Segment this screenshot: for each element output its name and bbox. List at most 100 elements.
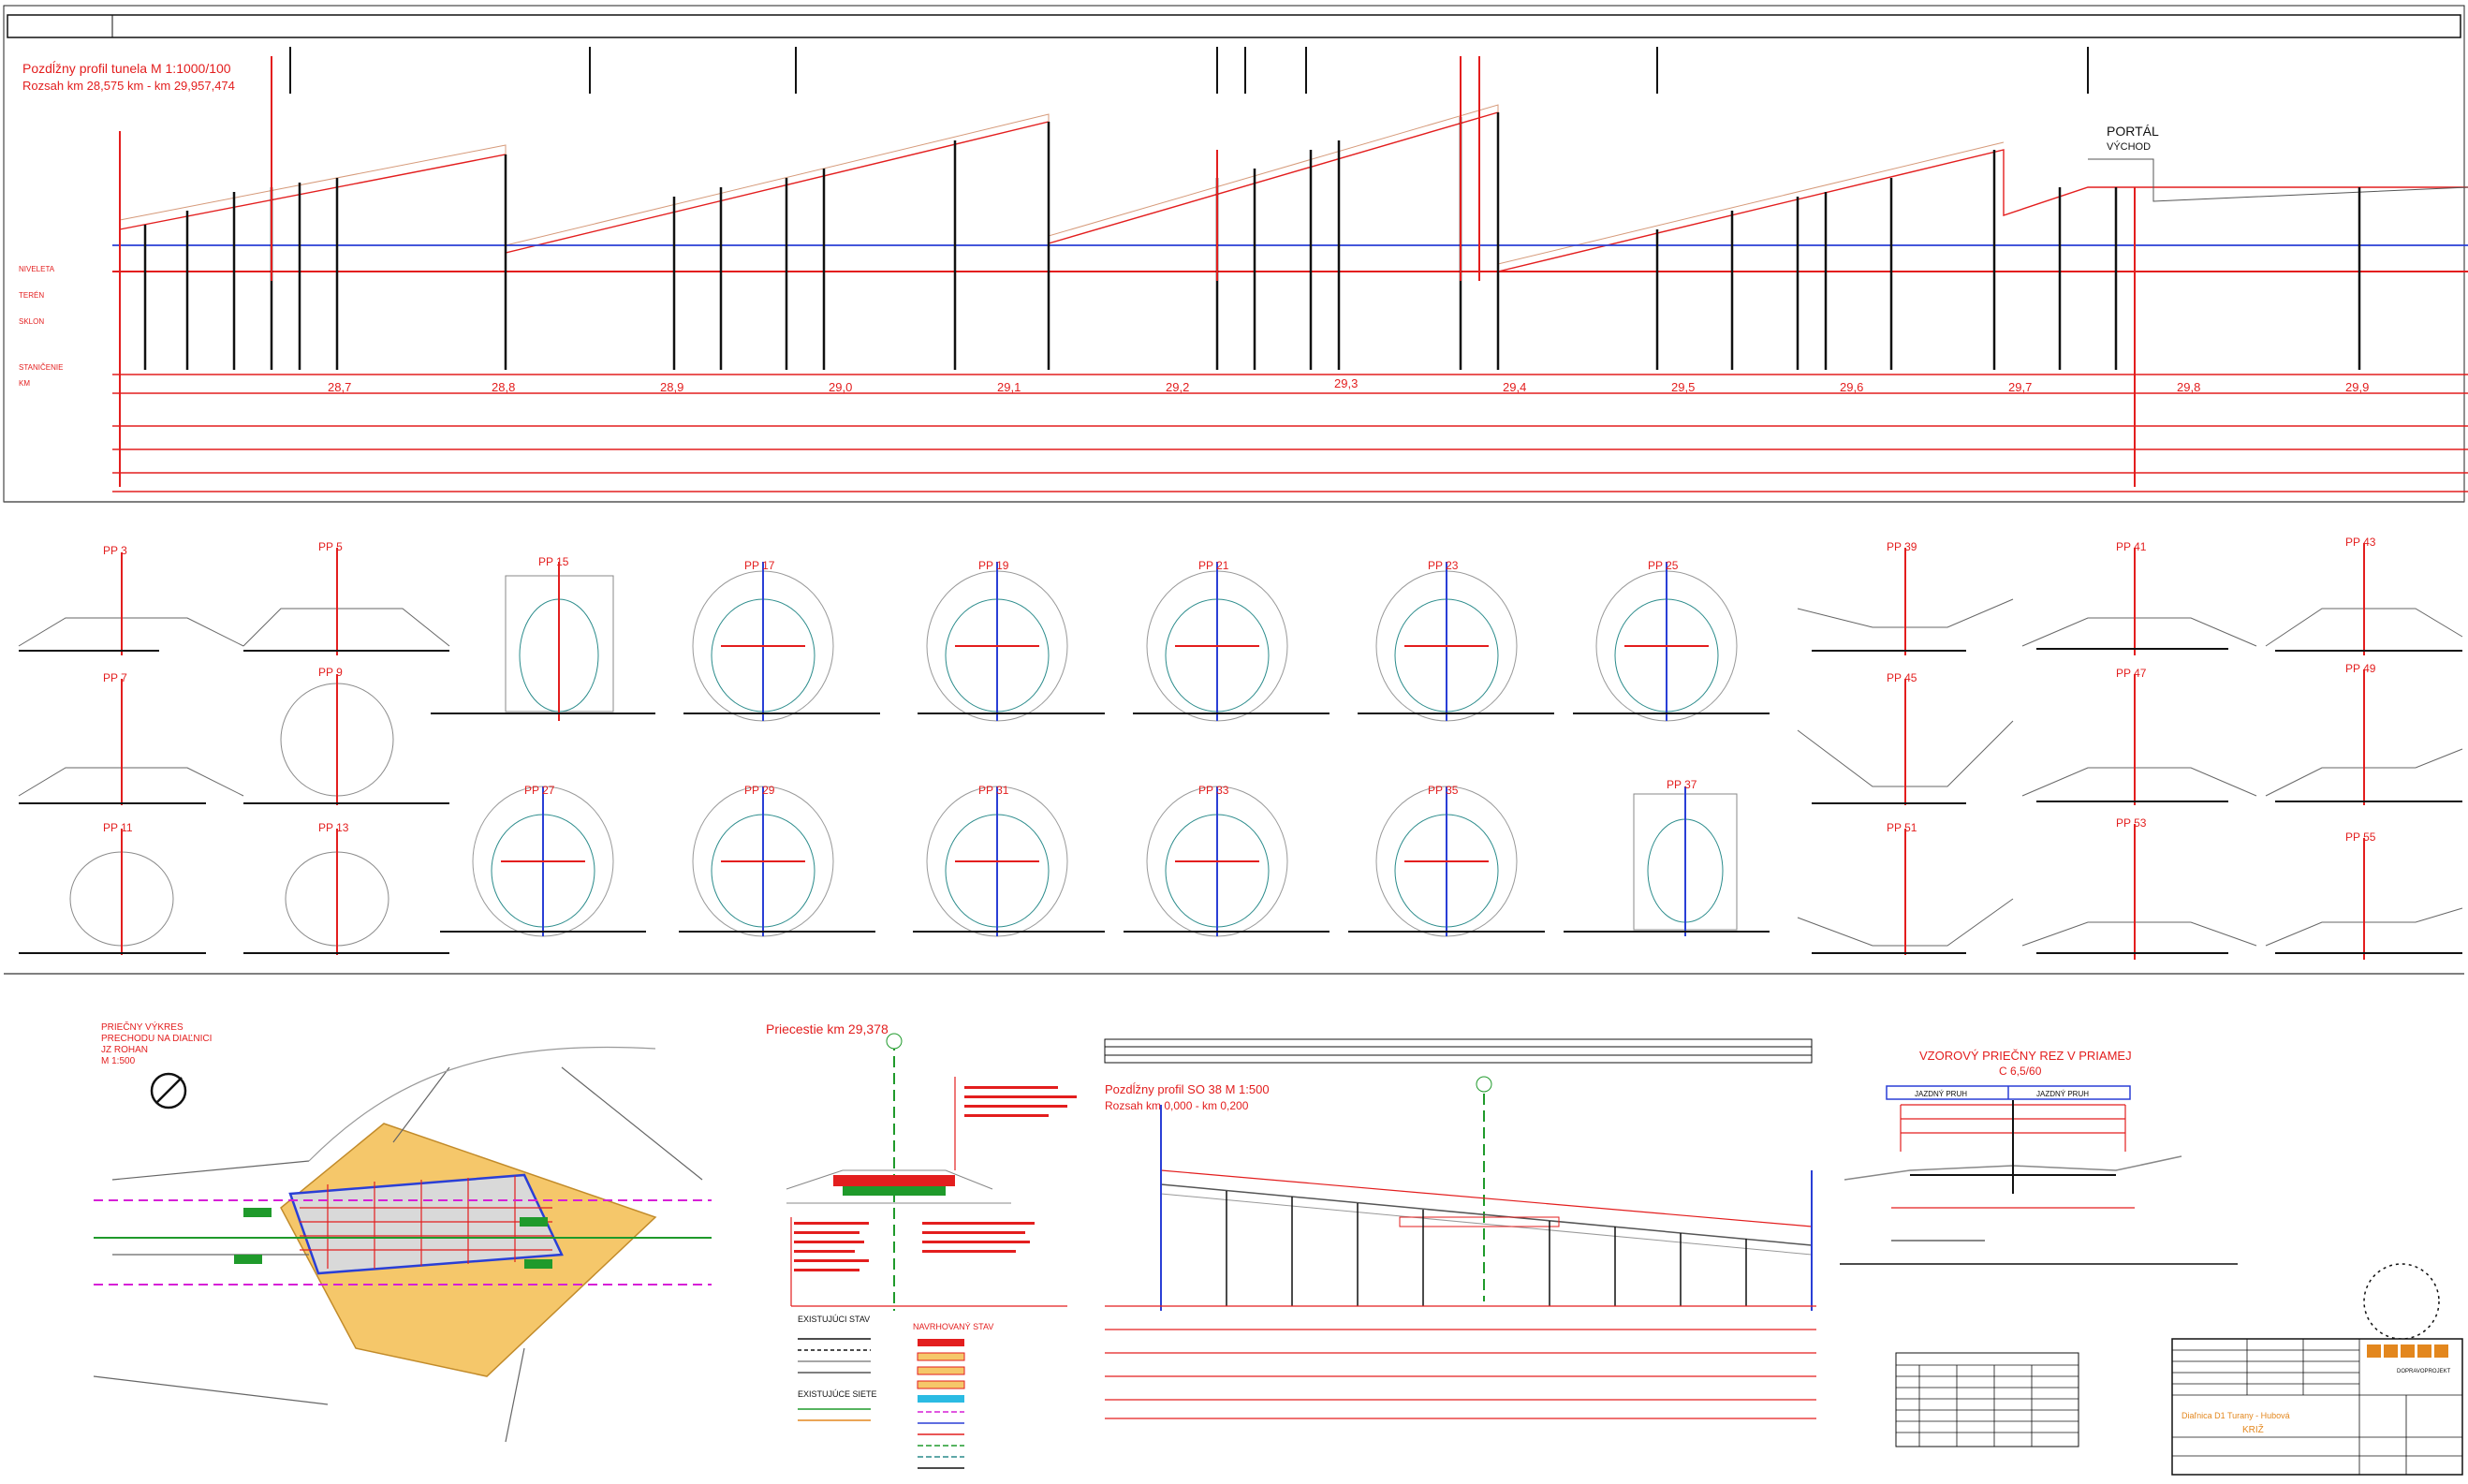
lane-left-label: JAZDNÝ PRUH: [1915, 1090, 1967, 1098]
section-title: PP 53: [2116, 816, 2147, 830]
tunnel-section: PP 33: [1124, 784, 1329, 937]
cross-section-open: PP 47: [2021, 667, 2257, 805]
project-name-2: KRIŽ: [2242, 1423, 2264, 1435]
row-label-2: TERÉN: [19, 291, 44, 300]
cross-section-open: PP 49: [2265, 662, 2463, 805]
tunnel-section: PP 17: [683, 559, 880, 722]
cross-section-open: PP 11: [19, 821, 206, 955]
cross-section-open: PP 9: [243, 666, 449, 805]
station-label: 28,8: [492, 380, 515, 394]
station-label: 28,9: [660, 380, 683, 394]
section-title: PP 17: [744, 559, 775, 572]
section-title: PP 3: [103, 544, 127, 557]
section-title: PP 15: [538, 555, 569, 568]
typical-title: VZOROVÝ PRIEČNY REZ V PRIAMEJ: [1919, 1049, 2132, 1063]
profile-range: Rozsah km 28,575 km - km 29,957,474: [22, 79, 235, 93]
cross-sections: PP 3 PP 5 PP 7 PP 9 PP 11: [4, 536, 2464, 975]
cross-section-open: PP 41: [2021, 540, 2257, 655]
row-label-5: KM: [19, 379, 30, 388]
station-label: 29,9: [2345, 380, 2369, 394]
station-label: 29,5: [1671, 380, 1695, 394]
station-label: 28,7: [328, 380, 351, 394]
section-title: PP 9: [318, 666, 343, 679]
lane-right-label: JAZDNÝ PRUH: [2036, 1090, 2089, 1098]
tunnel-section: PP 31: [913, 784, 1105, 937]
cross-section-open: PP 45: [1797, 671, 2014, 805]
station-label: 29,2: [1166, 380, 1189, 394]
tunnel-section: PP 25: [1573, 559, 1770, 722]
cross-section-open: PP 13: [243, 821, 449, 955]
cross-section-open: PP 55: [2265, 830, 2463, 960]
company-logo: DOPRAVOPROJEKT: [2367, 1344, 2451, 1374]
section-title: PP 29: [744, 784, 775, 797]
station-label: 29,3: [1334, 376, 1358, 390]
cross-section-open: PP 7: [18, 671, 244, 805]
station-label: 29,7: [2008, 380, 2032, 394]
situation-title-2: PRECHODU NA DIAĽNICI: [101, 1034, 212, 1044]
section-title: PP 21: [1198, 559, 1229, 572]
section-title: PP 51: [1887, 821, 1917, 834]
longitudinal-profile: Pozdĺžny profil tunela M 1:1000/100 Rozs…: [3, 5, 2468, 503]
tunnel-section: PP 37: [1564, 778, 1770, 936]
legend: EXISTUJÚCI STAV NAVRHOVANÝ STAV EXISTUJÚ…: [798, 1315, 993, 1469]
section-title: PP 13: [318, 821, 349, 834]
tunnel-section: PP 29: [679, 784, 875, 937]
station-label: 29,4: [1503, 380, 1526, 394]
tunnel-section: PP 35: [1348, 784, 1545, 937]
section-title: PP 37: [1667, 778, 1697, 791]
section-title: PP 11: [103, 821, 133, 834]
situation-title-4: M 1:500: [101, 1056, 136, 1066]
section-title: PP 35: [1428, 784, 1459, 797]
station-label: 29,1: [997, 380, 1021, 394]
title-block: DOPRAVOPROJEKT Diaľnica D1 Turany - Hubo…: [2171, 1263, 2463, 1476]
section-title: PP 25: [1648, 559, 1679, 572]
crossing-section: Priecestie km 29,378: [766, 1021, 1077, 1311]
section-title: PP 27: [524, 784, 555, 797]
station-label: 29,6: [1840, 380, 1863, 394]
portal-sub: VÝCHOD: [2107, 140, 2151, 153]
row-label-4: STANIČENIE: [19, 363, 63, 372]
section-title: PP 45: [1887, 671, 1917, 684]
section-title: PP 7: [103, 671, 127, 684]
crossing-title: Priecestie km 29,378: [766, 1021, 889, 1036]
section-title: PP 55: [2345, 830, 2376, 844]
section-title: PP 23: [1428, 559, 1459, 572]
section-title: PP 41: [2116, 540, 2147, 553]
station-label: 29,8: [2177, 380, 2200, 394]
section-title: PP 47: [2116, 667, 2147, 680]
cross-section-open: PP 51: [1797, 821, 2014, 955]
company-name: DOPRAVOPROJEKT: [2397, 1369, 2451, 1374]
detail-profile: Pozdĺžny profil SO 38 M 1:500 Rozsah km …: [1104, 1038, 1816, 1419]
typical-section: VZOROVÝ PRIEČNY REZ V PRIAMEJ C 6,5/60 J…: [1840, 1049, 2238, 1265]
tunnel-section: PP 27: [440, 784, 646, 937]
profile-title: Pozdĺžny profil tunela M 1:1000/100: [22, 60, 231, 76]
north-arrow-icon: [150, 1072, 187, 1109]
situation-title-3: JZ ROHAN: [101, 1045, 148, 1055]
section-title: PP 49: [2345, 662, 2376, 675]
row-label-3: SKLON: [19, 317, 44, 326]
legend-existing2-title: EXISTUJÚCE SIETE: [798, 1389, 877, 1399]
row-label-1: NIVELETA: [19, 265, 55, 273]
section-title: PP 31: [978, 784, 1009, 797]
typical-subtitle: C 6,5/60: [1999, 1065, 2042, 1078]
section-title: PP 33: [1198, 784, 1229, 797]
section-title: PP 39: [1887, 540, 1917, 553]
situation-title-1: PRIEČNY VÝKRES: [101, 1021, 184, 1033]
tunnel-section: PP 21: [1133, 559, 1329, 722]
detail-profile-title: Pozdĺžny profil SO 38 M 1:500: [1105, 1082, 1270, 1096]
tunnel-section: PP 15: [431, 555, 655, 721]
cross-section-open: PP 53: [2021, 816, 2257, 960]
detail-profile-range: Rozsah km 0,000 - km 0,200: [1105, 1099, 1249, 1112]
portal-label: PORTÁL: [2107, 124, 2159, 139]
legend-existing-title: EXISTUJÚCI STAV: [798, 1315, 870, 1324]
station-label: 29,0: [829, 380, 852, 394]
section-title: PP 19: [978, 559, 1009, 572]
section-title: PP 5: [318, 540, 343, 553]
legend-new-title: NAVRHOVANÝ STAV: [913, 1322, 993, 1331]
cross-section-open: PP 39: [1797, 540, 2014, 655]
cross-section-open: PP 43: [2265, 536, 2463, 655]
cross-section-open: PP 5: [242, 540, 450, 655]
section-title: PP 43: [2345, 536, 2376, 549]
tunnel-section: PP 23: [1358, 559, 1554, 722]
